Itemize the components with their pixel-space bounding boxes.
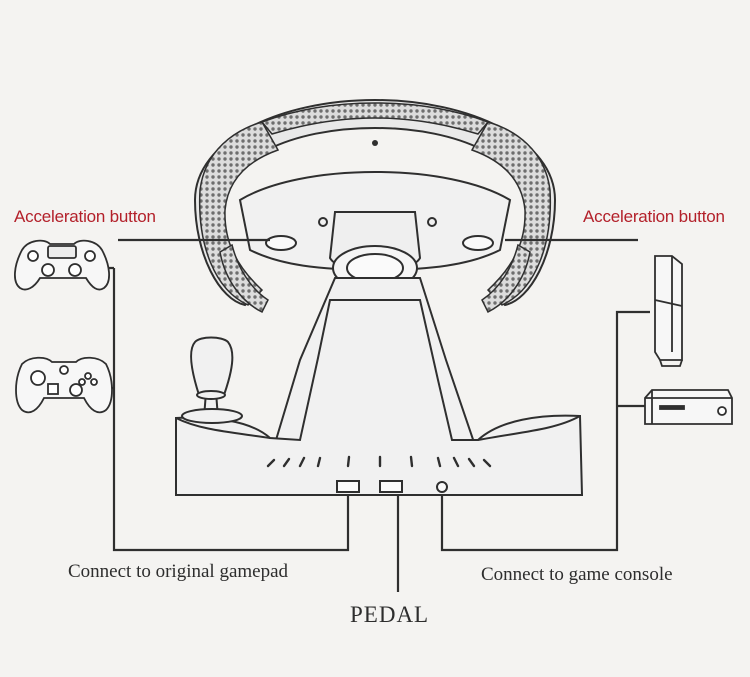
ps4-console-icon — [654, 255, 683, 367]
ps4-gamepad-icon — [14, 239, 110, 291]
console-port — [436, 481, 448, 493]
acceleration-button-label-left: Acceleration button — [14, 207, 156, 226]
pedal-port — [379, 480, 403, 493]
wheel-base — [175, 277, 584, 496]
xbox-console-icon — [644, 389, 733, 425]
left-lower-grip — [219, 243, 269, 314]
xbox-gamepad-icon — [15, 356, 113, 414]
right-lower-grip — [481, 243, 531, 314]
gear-shifter-icon — [181, 336, 243, 424]
gamepad-port — [336, 480, 360, 493]
base-vents — [266, 455, 492, 468]
right-acceleration-button — [462, 235, 494, 251]
console-connection-line — [440, 310, 650, 552]
top-grip — [260, 102, 490, 135]
connect-gamepad-caption: Connect to original gamepad — [68, 561, 289, 582]
left-acceleration-button — [265, 235, 297, 251]
pedal-caption: PEDAL — [350, 602, 430, 627]
acceleration-button-label-right: Acceleration button — [583, 207, 725, 226]
racing-wheel-icon — [193, 98, 557, 314]
right-grip — [470, 121, 552, 306]
connect-console-caption: Connect to game console — [481, 564, 673, 585]
left-grip — [198, 121, 280, 306]
